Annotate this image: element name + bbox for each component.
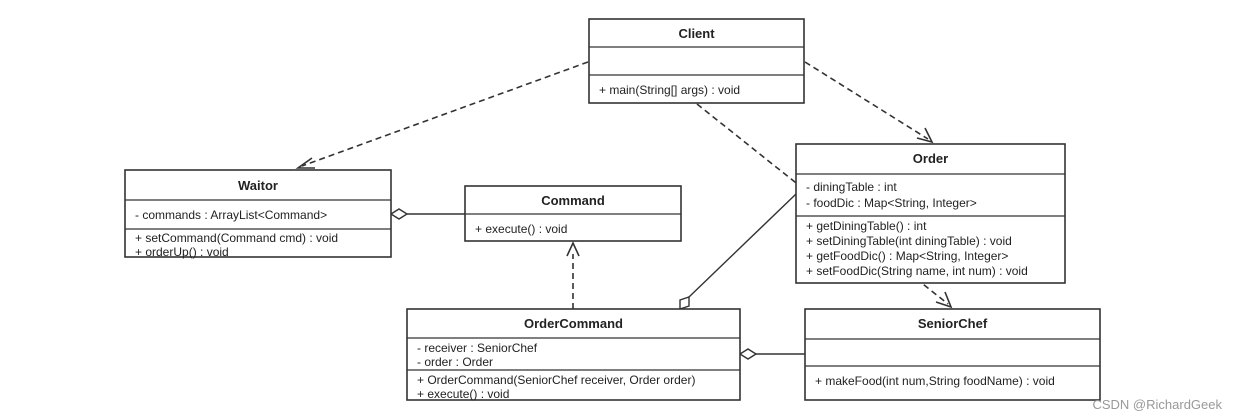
class-order[interactable]: Order - diningTable : int - foodDic : Ma…: [795, 143, 1066, 284]
class-name-client: Client: [678, 26, 715, 41]
class-waitor[interactable]: Waitor - commands : ArrayList<Command> +…: [124, 169, 392, 259]
relation-ordercommand-seniorchef-aggregation: [738, 348, 805, 360]
attribute-diningtable: - diningTable : int: [806, 180, 897, 194]
relation-waitor-command-aggregation: [389, 208, 465, 220]
operation-orderup: + orderUp() : void: [135, 245, 229, 259]
operation-setdiningtable: + setDiningTable(int diningTable) : void: [806, 234, 1012, 248]
class-name-order: Order: [913, 151, 948, 166]
attribute-order: - order : Order: [417, 355, 493, 369]
relation-client-waitor-dependency: [295, 61, 589, 169]
class-name-ordercommand: OrderCommand: [524, 316, 623, 331]
operation-getdiningtable: + getDiningTable() : int: [806, 219, 927, 233]
relation-client-order-dependency: [804, 61, 934, 144]
relation-ordercommand-order-aggregation: [679, 193, 797, 310]
operation-setfooddic: + setFoodDic(String name, int num) : voi…: [806, 264, 1028, 278]
attribute-fooddic: - foodDic : Map<String, Integer>: [806, 196, 977, 210]
class-name-waitor: Waitor: [238, 178, 278, 193]
attribute-receiver: - receiver : SeniorChef: [417, 341, 538, 355]
class-command[interactable]: Command + execute() : void: [464, 185, 682, 242]
operation-ordercommand-constructor: + OrderCommand(SeniorChef receiver, Orde…: [417, 373, 695, 387]
operation-execute: + execute() : void: [417, 387, 509, 401]
operation-main: + main(String[] args) : void: [599, 83, 740, 97]
class-name-command: Command: [541, 193, 605, 208]
class-name-seniorchef: SeniorChef: [918, 316, 988, 331]
operation-execute: + execute() : void: [475, 222, 567, 236]
operation-makefood: + makeFood(int num,String foodName) : vo…: [815, 374, 1055, 388]
class-seniorchef[interactable]: SeniorChef + makeFood(int num,String foo…: [804, 308, 1101, 401]
watermark: CSDN @RichardGeek: [1092, 397, 1222, 412]
operation-setcommand: + setCommand(Command cmd) : void: [135, 231, 338, 245]
class-client[interactable]: Client + main(String[] args) : void: [588, 18, 805, 104]
relation-ordercommand-command-realization: [566, 241, 580, 309]
operation-getfooddic: + getFoodDic() : Map<String, Integer>: [806, 249, 1008, 263]
attribute-commands: - commands : ArrayList<Command>: [135, 208, 327, 222]
class-ordercommand[interactable]: OrderCommand - receiver : SeniorChef - o…: [406, 308, 741, 401]
